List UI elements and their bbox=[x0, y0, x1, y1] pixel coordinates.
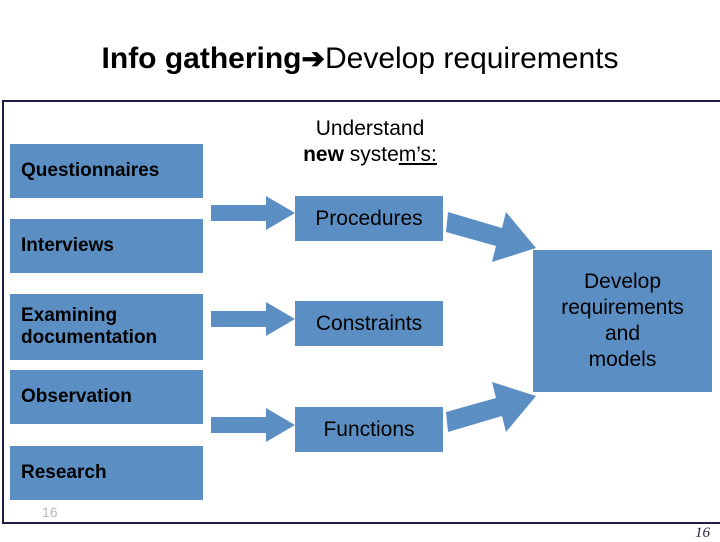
box-develop-label: Develop requirements and models bbox=[561, 269, 684, 373]
arrow-procedures-to-develop-icon bbox=[446, 204, 538, 276]
box-examining-documentation[interactable]: Examining documentation bbox=[10, 294, 203, 360]
slide-number-faint: 16 bbox=[42, 504, 58, 520]
title-bold-part: Info gathering bbox=[101, 42, 302, 75]
box-develop-line3: and bbox=[604, 322, 641, 345]
middle-heading-underlined-word: m’s: bbox=[398, 143, 437, 166]
arrow-examining-to-constraints-icon bbox=[211, 302, 295, 336]
box-interviews[interactable]: Interviews bbox=[10, 219, 203, 273]
box-constraints[interactable]: Constraints bbox=[295, 301, 443, 346]
arrow-questionnaires-to-procedures-icon bbox=[211, 196, 295, 230]
footer-divider-rule bbox=[2, 522, 720, 524]
box-functions[interactable]: Functions bbox=[295, 407, 443, 452]
middle-heading-line1: Understand bbox=[315, 117, 425, 140]
box-develop-requirements-and-models[interactable]: Develop requirements and models bbox=[533, 250, 712, 392]
title-arrow-icon: ➔ bbox=[301, 43, 325, 74]
box-functions-label: Functions bbox=[323, 417, 415, 441]
slide-number-footer: 16 bbox=[695, 525, 710, 541]
box-constraints-label: Constraints bbox=[315, 311, 423, 335]
box-questionnaires-label: Questionnaires bbox=[21, 160, 160, 181]
middle-column-heading: Understand new system’s: bbox=[252, 116, 488, 168]
box-examining-line1: Examining bbox=[21, 305, 118, 326]
title-regular-part: Develop requirements bbox=[324, 42, 619, 75]
box-examining-line2: documentation bbox=[21, 327, 158, 348]
box-observation[interactable]: Observation bbox=[10, 370, 203, 424]
box-examining-documentation-label: Examining documentation bbox=[21, 305, 157, 349]
box-procedures-label: Procedures bbox=[315, 206, 423, 230]
box-procedures[interactable]: Procedures bbox=[295, 196, 443, 241]
box-observation-label: Observation bbox=[21, 386, 132, 407]
middle-heading-bold-word: new bbox=[303, 143, 344, 166]
page-title: Info gathering➔Develop requirements bbox=[0, 42, 720, 76]
box-develop-line4: models bbox=[588, 348, 657, 371]
arrow-functions-to-develop-icon bbox=[446, 368, 538, 440]
box-develop-line2: requirements bbox=[561, 296, 684, 319]
box-interviews-label: Interviews bbox=[21, 235, 114, 256]
left-border-rule bbox=[2, 100, 4, 524]
box-research-label: Research bbox=[21, 462, 107, 483]
box-develop-line1: Develop bbox=[583, 270, 662, 293]
header-divider-rule bbox=[2, 100, 720, 102]
box-research[interactable]: Research bbox=[10, 446, 203, 500]
box-questionnaires[interactable]: Questionnaires bbox=[10, 144, 203, 198]
middle-heading-regular-word: syste bbox=[349, 143, 399, 166]
arrow-observation-to-functions-icon bbox=[211, 408, 295, 442]
